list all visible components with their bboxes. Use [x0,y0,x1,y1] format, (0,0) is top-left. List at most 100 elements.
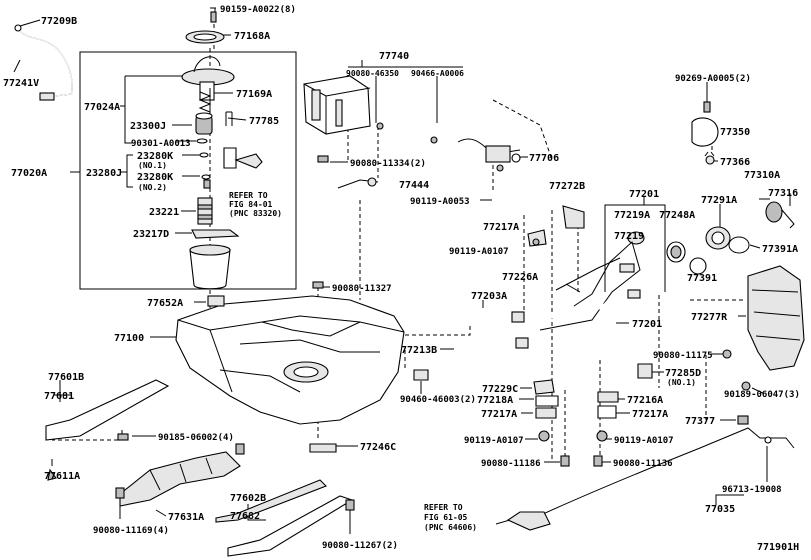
filler-pipe [539,241,641,331]
callout-77168A: 77168A [234,31,270,42]
callout-90080-11327: 90080-11327 [332,284,392,294]
callout-23300J: 23300J [130,121,166,132]
callout-77201-top: 77201 [629,189,659,200]
callout-77291A: 77291A [701,195,737,206]
fuel-door [691,117,719,147]
opener-lever [506,511,551,531]
callout-77217A-1: 77217A [483,222,519,233]
callout-23280J: 23280J [86,168,122,179]
callout-90189: 90189-06047(3) [724,390,800,400]
callout-90080-11186: 90080-11186 [481,459,541,469]
callout-77350: 77350 [720,127,750,138]
callout-23221: 23221 [149,207,179,218]
fuel-door-cable [529,427,795,521]
callout-refer2a: REFER TO [424,503,463,512]
callout-77740: 77740 [379,51,409,62]
tank-strap-rear [45,379,170,441]
component-drawings [14,11,805,557]
callout-77277R: 77277R [691,312,728,323]
callout-refer1a: REFER TO [229,191,268,200]
callout-77100: 77100 [114,333,144,344]
callout-77601B: 77601B [48,372,84,383]
callout-no1a: (NO.1) [138,161,167,170]
callout-77391A: 77391A [762,244,798,255]
callout-90185: 90185-06002(4) [158,433,234,443]
callout-77602B: 77602B [230,493,266,504]
callout-77652A: 77652A [147,298,183,309]
callout-77203A: 77203A [471,291,507,302]
callout-90301: 90301-A0013 [131,139,191,149]
heat-insulator [119,451,241,507]
screw [210,11,217,23]
callout-90119-A0107-3: 90119-A0107 [614,436,674,446]
callout-77201-mid: 77201 [632,319,662,330]
callout-77241V: 77241V [3,78,39,89]
callout-77706: 77706 [529,153,559,164]
callout-77217A-3: 77217A [632,409,668,420]
callout-77035: 77035 [705,504,735,515]
callout-90119-A0107-1: 90119-A0107 [449,247,509,257]
callout-77209B: 77209B [41,16,77,27]
callout-23280K-2: 23280K [137,172,173,183]
vent-valve [485,145,511,163]
callout-90080-11136: 90080-11136 [613,459,673,469]
callout-90080-11334: 90080-11334(2) [350,159,426,169]
callout-77391: 77391 [687,273,717,284]
filler-shield [747,265,805,371]
callout-77444: 77444 [399,180,429,191]
callout-77682: 77682 [230,511,260,522]
fuel-tank [175,295,405,425]
callout-77219A: 77219A [614,210,650,221]
callout-90460: 90460-46003(2) [400,395,476,405]
callout-96713: 96713-19008 [722,485,782,495]
callout-refer2b: FIG 61-05 [424,513,468,522]
bracket-77272B [562,205,585,229]
callout-77285D: 77285D [665,368,701,379]
callout-77226A: 77226A [502,272,538,283]
callout-refer1c: (PNC 83320) [229,209,282,218]
callout-77169A: 77169A [236,89,272,100]
callout-77785: 77785 [249,116,279,127]
hose-clamp [39,92,55,101]
diagram-code: 771901H [757,542,799,553]
callout-90080-46350: 90080-46350 [346,69,399,78]
sender-gauge [223,147,237,169]
spring [198,91,212,113]
callout-77229C: 77229C [482,384,518,395]
callout-refer1b: FIG 84-01 [229,200,273,209]
callout-90119-A0053: 90119-A0053 [410,197,470,207]
callout-no1b: (NO.1) [667,378,696,387]
callout-90159: 90159-A0022(8) [220,5,296,15]
callout-77216A: 77216A [627,395,663,406]
callout-refer2c: (PNC 64606) [424,523,477,532]
callout-77217A-2: 77217A [481,409,517,420]
callout-90080-11175: 90080-11175 [653,351,713,361]
callout-90466: 90466-A0006 [411,69,464,78]
callout-77377: 77377 [685,416,715,427]
callout-77631A: 77631A [168,512,204,523]
fuel-pump [197,197,213,225]
callout-77024A: 77024A [84,102,120,113]
callout-77218A: 77218A [477,395,513,406]
callout-77248A: 77248A [659,210,695,221]
callout-23280K-1: 23280K [137,151,173,162]
callout-90119-A0107-2: 90119-A0107 [464,436,524,446]
callout-77272B: 77272B [549,181,585,192]
leader-lines [13,7,791,534]
callout-77246C: 77246C [360,442,396,453]
callout-77219: 77219 [614,231,644,242]
callout-77310A: 77310A [744,170,780,181]
callout-77316: 77316 [768,188,798,199]
callout-77611A: 77611A [44,471,80,482]
callout-90080-11169: 90080-11169(4) [93,526,169,536]
callout-labels: 77209B 77241V 90159-A0022(8) 77168A 7702… [3,5,800,553]
fuel-cap [765,201,783,223]
callout-no2: (NO.2) [138,183,167,192]
callout-23217D: 23217D [133,229,169,240]
pump-module-box [79,51,297,290]
callout-77366: 77366 [720,157,750,168]
callout-77213B: 77213B [401,345,437,356]
pump-strainer [191,229,240,239]
